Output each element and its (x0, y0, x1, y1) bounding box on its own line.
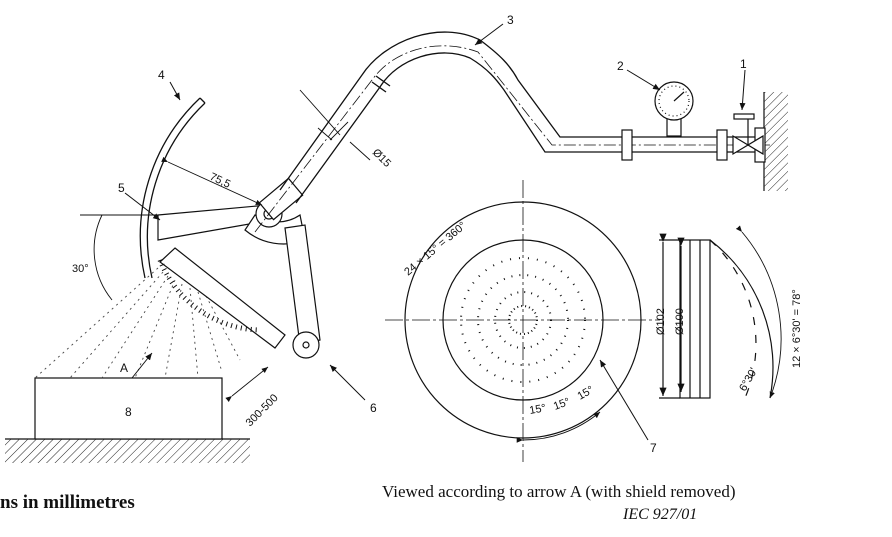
part-7-label: 7 (650, 441, 657, 455)
spray-arm (157, 204, 321, 349)
holes-circle-dimension: 24 × 15° = 360° (402, 220, 468, 278)
nozzle-section (659, 225, 782, 399)
valve (732, 113, 764, 156)
shield (139, 97, 206, 279)
step-dimension: 6°30' (737, 366, 760, 394)
units-caption: ns in millimetres (0, 492, 135, 513)
part-4-label: 4 (158, 68, 165, 82)
angle-steps-dimension: 12 × 6°30' = 78° (791, 289, 803, 368)
arrow-a (131, 352, 153, 379)
hole-dimension: Ø15 (370, 147, 393, 170)
outer-diameter-dimension: Ø102 (655, 308, 667, 335)
part-6-label: 6 (370, 401, 377, 415)
supply-pipe (279, 31, 625, 204)
arrow-a-label: A (120, 361, 128, 375)
pipe-centerline (254, 45, 770, 233)
view-caption: Viewed according to arrow A (with shield… (382, 482, 736, 501)
ground (5, 438, 250, 463)
wall (763, 92, 788, 191)
pitch-dimension-b: 15° (552, 396, 572, 413)
callout-leaders (124, 23, 746, 441)
nozzle-face (385, 180, 660, 462)
radius-dimension: 75,5 (208, 171, 232, 191)
pitch-dimension-a: 15° (528, 402, 546, 417)
pitch-dimension-c: 15° (576, 384, 596, 403)
part-2-label: 2 (617, 59, 624, 73)
distance-dimension: 300-500 (244, 392, 281, 429)
inner-diameter-dimension: Ø100 (674, 308, 686, 335)
spray-lines (34, 267, 241, 379)
part-3-label: 3 (507, 13, 514, 27)
counterweight (292, 331, 320, 359)
part-5-label: 5 (118, 181, 125, 195)
part-8-label: 8 (125, 405, 132, 419)
pressure-gauge (654, 81, 694, 137)
dimension-lines (80, 89, 371, 403)
specimen-box (34, 377, 223, 440)
angle-dimension: 30° (72, 263, 89, 275)
reference-caption: IEC 927/01 (623, 506, 698, 523)
part-1-label: 1 (740, 57, 747, 71)
scale-arc (157, 259, 261, 333)
